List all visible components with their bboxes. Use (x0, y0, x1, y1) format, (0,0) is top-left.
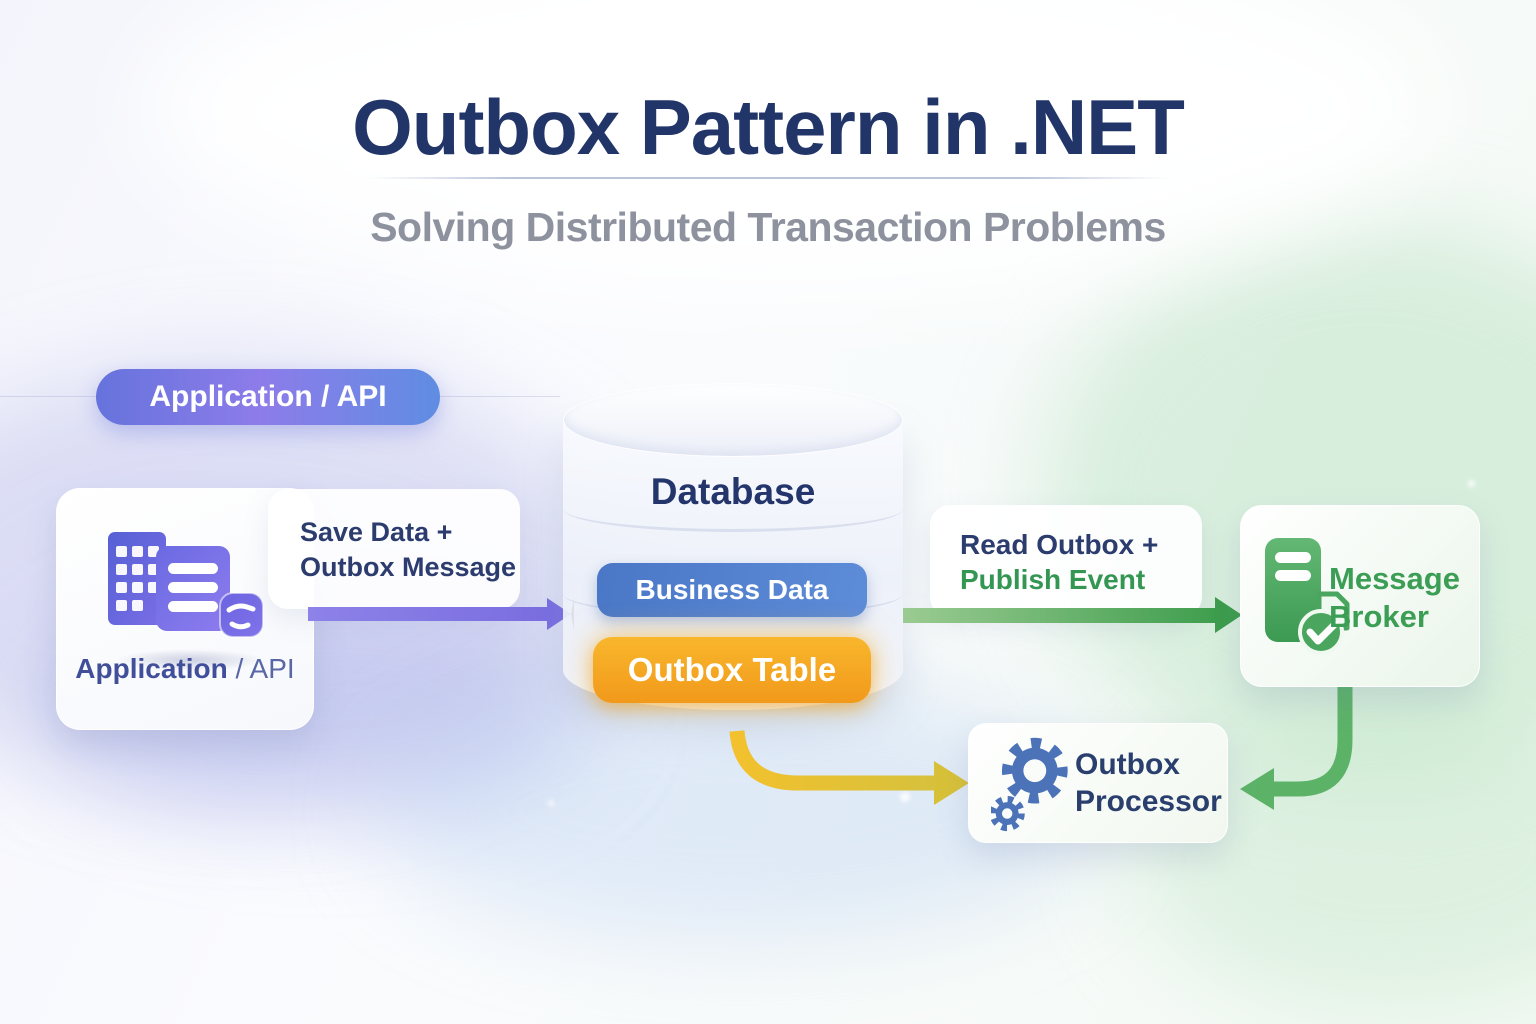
outbox-table-label: Outbox Table (627, 651, 837, 688)
database-title: Database (650, 471, 816, 512)
sparkle (900, 792, 910, 802)
poll-arrow-head (934, 761, 969, 805)
application-card-label: Application / API (57, 653, 313, 685)
business-data-label: Business Data (635, 574, 829, 605)
database-seam (563, 486, 903, 532)
message-broker-label: Message Broker (1329, 560, 1460, 636)
read-outbox-label: Read Outbox + Publish Event (930, 505, 1202, 617)
application-icon-shadow (115, 649, 265, 671)
save-data-label: Save Data + Outbox Message (268, 489, 520, 609)
background-wave-green (1040, 220, 1536, 780)
application-card-label-suffix: / API (227, 653, 295, 684)
message-broker-card: Message Broker (1240, 505, 1480, 687)
sparkle (548, 800, 554, 806)
database-cylinder: Database Business Data Outbox Table (563, 383, 903, 745)
broker-link-arrow-head (1240, 768, 1274, 810)
sparkle (1468, 480, 1475, 487)
business-data-row: Business Data (597, 563, 867, 617)
application-card-label-main: Application (75, 653, 228, 684)
broker-link-curve (1272, 683, 1353, 797)
outbox-processor-label-line1: Outbox (1075, 748, 1180, 781)
page-subtitle: Solving Distributed Transaction Problems (370, 204, 1166, 250)
title-divider (368, 177, 1168, 179)
server-check-icon (1265, 538, 1350, 655)
outbox-table-row: Outbox Table (593, 637, 871, 703)
app-building-document-icon (108, 532, 264, 638)
publish-arrow-shaft (903, 608, 1215, 623)
outbox-processor-label: Outbox Processor (1075, 746, 1222, 820)
save-arrow-shaft (308, 607, 548, 621)
application-api-badge-label: Application / API (149, 380, 387, 413)
read-outbox-label-line1: Read Outbox + (960, 529, 1159, 560)
application-api-badge: Application / API (96, 369, 440, 425)
message-broker-label-line1: Message (1329, 561, 1460, 596)
save-data-label-line1: Save Data + (300, 517, 453, 547)
outbox-processor-card: Outbox Processor (968, 723, 1228, 843)
message-broker-label-line2: Broker (1329, 599, 1429, 634)
database-top-ellipse (563, 383, 903, 457)
gears-icon (991, 737, 1068, 832)
outbox-processor-label-line2: Processor (1075, 785, 1222, 818)
save-data-label-line2: Outbox Message (300, 552, 517, 582)
read-outbox-label-line2: Publish Event (960, 564, 1146, 595)
page-title: Outbox Pattern in .NET (352, 83, 1185, 171)
